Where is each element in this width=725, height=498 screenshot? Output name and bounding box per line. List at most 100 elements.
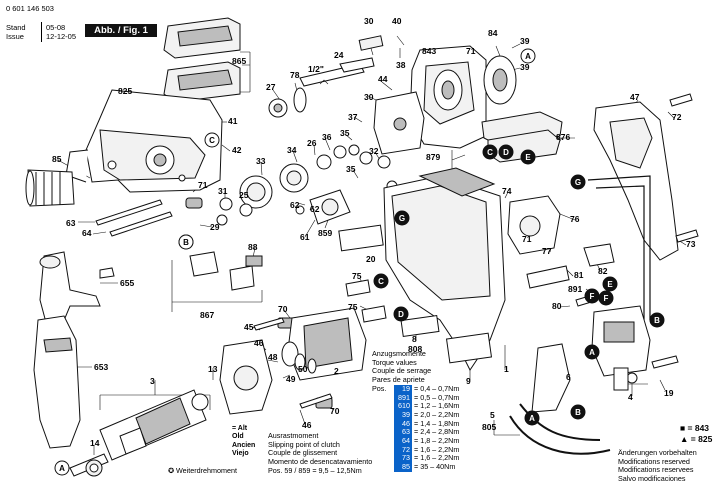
torque-row: 72 = 1,6 – 2,2Nm: [372, 445, 459, 455]
part-label-p31: 31: [218, 186, 228, 196]
part-label-p805: 805: [482, 422, 496, 432]
part-label-p5: 5: [490, 410, 495, 420]
triangle-icon: ▲: [680, 434, 689, 444]
modification-notes: Änderungen vorbehalten Modifications res…: [618, 448, 697, 484]
clutch-line-de: Ausrastmoment: [268, 431, 319, 440]
part-label-p36: 36: [322, 132, 332, 142]
legend-row-843: ■ = 843: [680, 423, 712, 434]
clutch-pos-line: Pos. 59 / 859 = 9,5 – 12,5Nm: [268, 465, 362, 475]
bearing-14: [89, 463, 99, 473]
part-label-p865: 865: [232, 56, 246, 66]
part-label-p14: 14: [90, 438, 100, 448]
torque-value: = 35 – 40Nm: [414, 462, 456, 472]
note-es: Salvo modificaciones: [618, 474, 686, 484]
torque-pos: 891: [394, 393, 412, 403]
callout-cG1: G: [570, 174, 586, 190]
part-label-p61: 61: [300, 232, 310, 242]
part-label-p30a: 30: [364, 16, 374, 26]
svg-text:G: G: [575, 178, 581, 187]
callout-cF2: F: [598, 290, 614, 306]
svg-text:G: G: [399, 214, 405, 223]
part-label-p20: 20: [366, 254, 376, 264]
callout-cB4: B: [570, 404, 586, 420]
part-label-p32: 32: [369, 146, 379, 156]
end-plate-13: [219, 339, 273, 415]
torque-pos: 610: [394, 402, 412, 411]
note-fr: Modifications reservees: [618, 465, 694, 475]
callout-cA4: A: [54, 460, 70, 476]
torque-row: 64 = 1,8 – 2,2Nm: [372, 436, 460, 446]
part-label-p37: 37: [348, 112, 358, 122]
clutch-line-fr: Couple de glissement: [268, 448, 338, 458]
disk-84: [483, 55, 517, 105]
callout-cA2: A: [584, 344, 600, 360]
part-label-p70b: 70: [330, 406, 340, 416]
svg-text:E: E: [525, 153, 531, 162]
part-label-p77: 77: [542, 246, 552, 256]
torque-row: Pos.19 = 0,4 – 0,7Nm: [372, 383, 459, 394]
parts-drawing: [25, 17, 699, 477]
svg-text:B: B: [575, 408, 581, 417]
label-plate-20: [338, 224, 384, 252]
svg-text:D: D: [398, 310, 404, 319]
header-bracket: [41, 22, 44, 42]
old-label-fr: Ancien: [232, 441, 256, 449]
torque-value: = 1,2 – 1,6Nm: [414, 401, 460, 411]
torque-pos: 73: [394, 454, 412, 464]
torque-row: 891 = 0,5 – 0,7Nm: [372, 393, 459, 403]
torque-value: = 1,6 – 2,2Nm: [414, 453, 460, 463]
circle-callouts: BCACDEGGBCDEFFBAABA: [54, 48, 665, 476]
callout-cF1: F: [584, 288, 600, 304]
part-label-p6: 6: [566, 372, 571, 382]
svg-text:C: C: [487, 148, 493, 157]
torque-title-en: Torque values: [372, 357, 417, 367]
svg-text:F: F: [590, 292, 595, 301]
note-en: Modifications reserved: [618, 456, 690, 466]
clutch-line-es: Momento de desencatavamiento: [268, 457, 373, 467]
part-label-p46b: 46: [302, 420, 312, 430]
part-label-p1: 1: [504, 364, 509, 374]
footnote: ✪ Weiterdrehmoment: [168, 466, 237, 475]
part-label-p34: 34: [287, 145, 297, 155]
torque-pos: 19: [394, 384, 412, 394]
part-label-p8: 8: [412, 334, 417, 344]
torque-row: 46 = 1,4 – 1,8Nm: [372, 418, 460, 429]
misc-screws-washers: [253, 317, 333, 409]
part-label-p81: 81: [574, 270, 584, 280]
part-label-p653: 653: [94, 362, 108, 372]
svg-text:A: A: [59, 464, 65, 473]
part-label-p45: 45: [244, 322, 254, 332]
part-label-p76: 76: [570, 214, 580, 224]
part-label-p29: 29: [210, 222, 220, 232]
part-label-p4: 4: [628, 392, 633, 402]
part-label-p71c: 71: [522, 234, 532, 244]
part-label-p82: 82: [598, 266, 608, 276]
footnote-text: Weiterdrehmoment: [176, 466, 238, 475]
part-label-p876: 876: [556, 132, 570, 142]
part-label-p9: 9: [466, 376, 471, 386]
torque-pos-label: Pos.: [372, 383, 387, 393]
torque-value: = 1,4 – 1,8Nm: [414, 418, 460, 428]
part-label-p64: 64: [82, 228, 92, 238]
part-label-p49: 49: [286, 374, 296, 384]
torque-value: = 1,8 – 2,2Nm: [414, 436, 460, 446]
electronics-4: [591, 305, 651, 391]
part-label-p19: 19: [664, 388, 674, 398]
part-label-p75b: 75: [348, 302, 358, 312]
torque-table: Anzugsmomente Torque values Couple de se…: [372, 349, 460, 472]
stand-label: Stand: [6, 23, 26, 32]
part-label-p39a: 39: [520, 36, 530, 46]
svg-text:C: C: [378, 277, 384, 286]
part-label-p74: 74: [502, 186, 512, 196]
part-label-p13: 13: [208, 364, 218, 374]
symbol-legend: ■ = 843 ▲ = 825: [680, 423, 712, 445]
handle-47: [593, 101, 679, 261]
screw-72: [669, 93, 693, 107]
small-parts-left: [185, 197, 253, 226]
part-label-p50: 50: [298, 364, 308, 374]
torque-row: 73 = 1,6 – 2,2Nm: [372, 453, 460, 464]
issue-value: 12-12-05: [46, 32, 77, 41]
part-label-p62b: 62: [310, 204, 320, 214]
callout-cE2: E: [602, 276, 618, 292]
